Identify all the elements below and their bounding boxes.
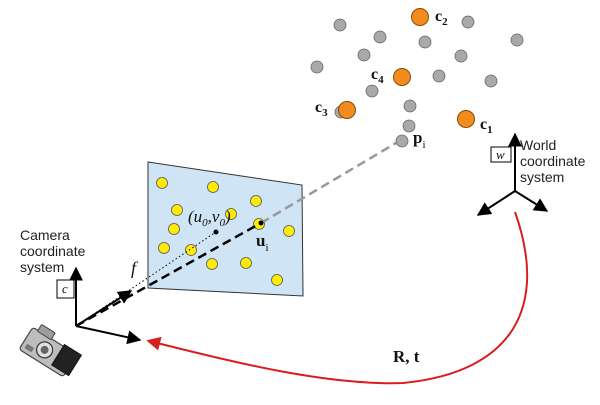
image-point: [171, 204, 183, 216]
image-point: [158, 242, 170, 254]
image-point: [206, 258, 218, 270]
world-point: [402, 119, 416, 133]
image-point-u-i: [258, 220, 264, 226]
world-frame-symbol: w: [496, 147, 505, 162]
principal-point: [213, 229, 219, 235]
control-point-label-c1: c1: [480, 116, 493, 136]
image-point: [185, 244, 197, 256]
world-frame-symbol-box: [490, 146, 512, 163]
image-points: [156, 177, 295, 286]
image-point-label: ui: [256, 231, 269, 254]
world-point: [365, 84, 379, 98]
projection-ray: [75, 221, 262, 328]
world-points: [310, 15, 524, 148]
control-point-label-c2: c2: [435, 8, 448, 28]
camera-icon: [19, 324, 83, 377]
world-point: [333, 18, 347, 32]
world-point: [357, 48, 371, 62]
transform-arrow: [146, 211, 529, 385]
world-point: [510, 33, 524, 47]
focal-length-label: f: [131, 258, 139, 278]
world-axes: [476, 132, 549, 216]
world-point-label: pi: [413, 128, 426, 151]
camera-frame-title: Camera coordinate system: [20, 227, 89, 275]
control-points: [338, 8, 475, 128]
image-point: [250, 195, 262, 207]
image-point: [168, 223, 180, 235]
projection-ray-back: [260, 141, 397, 225]
camera-frame-symbol-box: [56, 279, 75, 299]
world-frame-title: World coordinate system: [520, 137, 589, 185]
control-point-c2: [411, 8, 429, 26]
world-point: [373, 30, 387, 44]
world-point: [461, 15, 475, 29]
image-plane: [147, 161, 304, 297]
world-point-p-i: [395, 134, 409, 148]
world-point: [310, 60, 324, 74]
control-point-c4: [393, 68, 411, 86]
transform-label: R, t: [393, 347, 420, 366]
control-point-c1: [457, 110, 475, 128]
image-point: [240, 257, 252, 269]
principal-point-label: (u0,v0): [188, 207, 231, 229]
world-point: [432, 69, 446, 83]
world-point: [418, 35, 432, 49]
image-point: [283, 225, 295, 237]
control-point-label-c3: c3: [315, 99, 328, 119]
control-point-label-c4: c4: [371, 66, 384, 86]
image-point: [207, 181, 219, 193]
control-point-c3: [338, 101, 356, 119]
world-point: [403, 99, 417, 113]
world-point: [484, 74, 498, 88]
image-point: [271, 274, 283, 286]
image-point: [156, 177, 168, 189]
world-point: [454, 49, 468, 63]
camera-axes: [69, 266, 142, 345]
camera-frame-symbol: c: [62, 281, 68, 296]
image-point: [225, 208, 237, 220]
